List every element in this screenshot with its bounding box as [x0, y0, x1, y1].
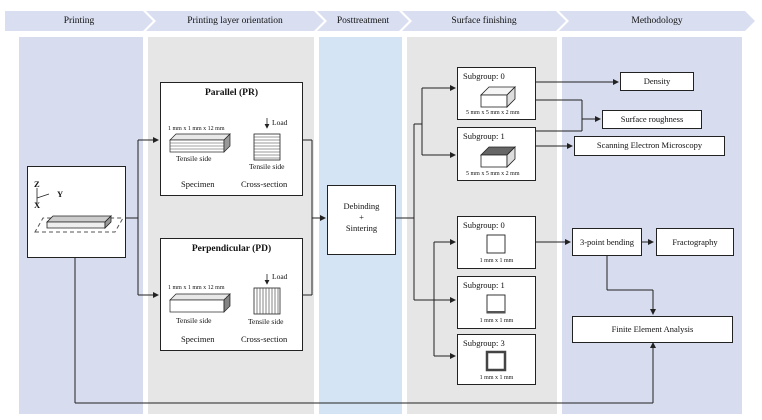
parallel-dims: 1 mm x 1 mm x 12 mm: [168, 126, 225, 132]
printing-box: [27, 166, 126, 258]
parallel-cross-section-label: Cross-section: [241, 179, 288, 189]
debinding-label: Debinding: [343, 201, 380, 211]
surface-roughness-box: [602, 110, 702, 129]
sintering-label: Sintering: [345, 223, 378, 233]
density-box: [620, 72, 694, 91]
printed-bar-icon: [34, 188, 124, 233]
fractography-label: Fractography: [672, 237, 718, 247]
plus-label: +: [359, 212, 364, 222]
square-plain-icon: [486, 234, 506, 254]
cube-shaded-icon: [480, 146, 516, 168]
perpendicular-dims: 1 mm x 1 mm x 12 mm: [168, 285, 225, 291]
perpendicular-specimen-icons: [169, 274, 281, 315]
perpendicular-title: Perpendicular (PD): [191, 244, 272, 254]
axis-y-label: Y: [57, 189, 64, 199]
header-surface-finishing: Surface finishing: [402, 11, 566, 31]
surface-subgroup-0-dims: 5 mm x 5 mm x 2 mm: [466, 110, 520, 116]
axis-x-label: X: [34, 200, 41, 210]
three-point-bending-box: [572, 228, 642, 256]
sem-box: [574, 136, 725, 156]
bending-subgroup-1-dims: 1 mm x 1 mm: [479, 318, 514, 324]
axis-z-label: Z: [34, 179, 40, 189]
bending-subgroup-3-dims: 1 mm x 1 mm: [479, 375, 514, 381]
bending-subgroup-3-label: Subgroup: 3: [463, 338, 505, 348]
parallel-load-label: Load: [272, 118, 288, 127]
bending-subgroup-0-dims: 1 mm x 1 mm: [479, 258, 514, 264]
fractography-box: [656, 228, 734, 256]
parallel-tensile-side-right: Tensile side: [249, 162, 285, 171]
fea-label: Finite Element Analysis: [611, 324, 694, 334]
bending-subgroup-1-label: Subgroup: 1: [463, 280, 505, 290]
perpendicular-cross-section-label: Cross-section: [241, 334, 288, 344]
perpendicular-specimen-label: Specimen: [181, 334, 215, 344]
perpendicular-tensile-side-left: Tensile side: [176, 316, 212, 325]
square-all-edges-icon: [485, 350, 507, 372]
parallel-tensile-side-left: Tensile side: [176, 154, 212, 163]
cube-white-icon: [480, 86, 516, 108]
bending-subgroup-0-label: Subgroup: 0: [463, 220, 505, 230]
parallel-specimen-label: Specimen: [181, 179, 215, 189]
header-printing-layer-orientation: Printing layer orientation: [146, 11, 324, 31]
debinding-sintering-box: [327, 185, 396, 255]
parallel-title: Parallel (PR): [204, 88, 259, 98]
sem-label: Scanning Electron Microscopy: [596, 140, 703, 150]
surface-subgroup-1-label: Subgroup: 1: [463, 131, 505, 141]
parallel-specimen-icons: [169, 118, 281, 161]
header-posttreatment: Posttreatment: [317, 11, 409, 31]
perpendicular-tensile-side-right: Tensile side: [248, 317, 284, 326]
density-label: Density: [643, 76, 671, 86]
surface-subgroup-1-box: [457, 127, 536, 181]
perpendicular-load-label: Load: [272, 272, 288, 281]
surface-subgroup-1-dims: 5 mm x 5 mm x 2 mm: [466, 171, 520, 177]
surface-roughness-label: Surface roughness: [620, 114, 684, 124]
surface-subgroup-0-label: Subgroup: 0: [463, 71, 505, 81]
header-printing: Printing: [5, 11, 153, 31]
square-bottom-edge-icon: [486, 294, 506, 314]
header-methodology: Methodology: [559, 11, 755, 31]
fea-box: [572, 316, 733, 343]
column-methodology: [562, 37, 742, 414]
three-point-bending-label: 3-point bending: [579, 237, 635, 247]
